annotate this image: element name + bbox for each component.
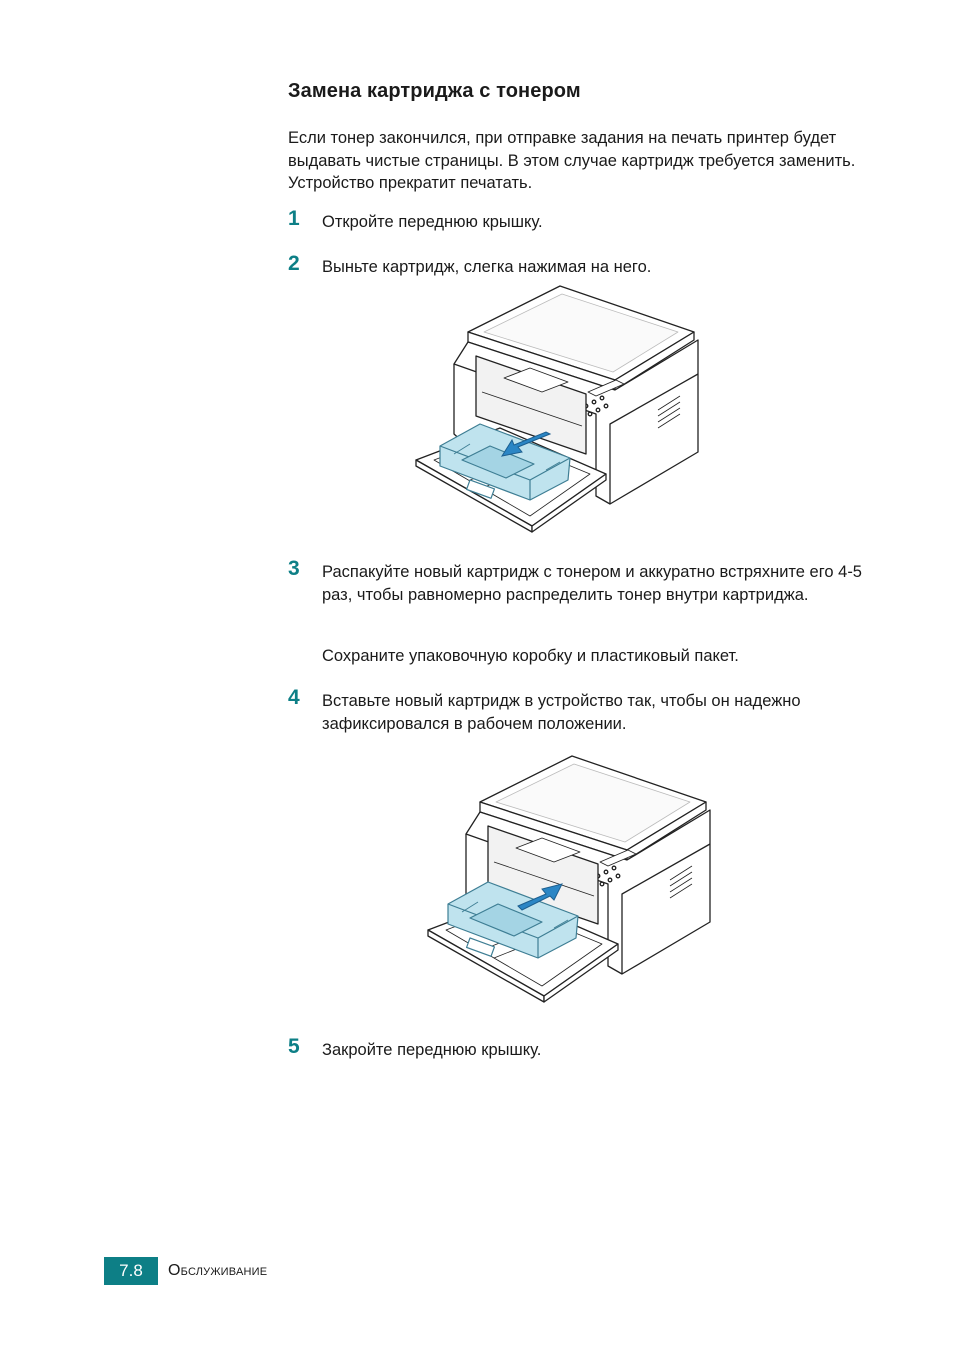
step-text: Откройте переднюю крышку. [322, 213, 543, 231]
step-text: Выньте картридж, слегка нажимая на него. [322, 258, 652, 276]
step-number: 4 [288, 686, 300, 709]
step-text: Распакуйте новый картридж с тонером и ак… [322, 563, 862, 604]
section-heading: Замена картриджа с тонером [288, 80, 581, 102]
intro-paragraph: Если тонер закончился, при отправке зада… [288, 129, 856, 192]
footer-section-title: Обслуживание [168, 1262, 268, 1279]
step-number: 5 [288, 1035, 300, 1058]
step-text: Закройте переднюю крышку. [322, 1041, 542, 1059]
page-number-badge: 7.8 [104, 1257, 158, 1285]
printer-remove-cartridge-illustration [415, 285, 699, 533]
step-number: 2 [288, 252, 300, 275]
step-number: 1 [288, 207, 300, 230]
step-text: Вставьте новый картридж в устройство так… [322, 692, 801, 733]
step-number: 3 [288, 557, 300, 580]
step-3-note: Сохраните упаковочную коробку и пластико… [322, 647, 739, 665]
printer-insert-cartridge-illustration [427, 755, 711, 1003]
